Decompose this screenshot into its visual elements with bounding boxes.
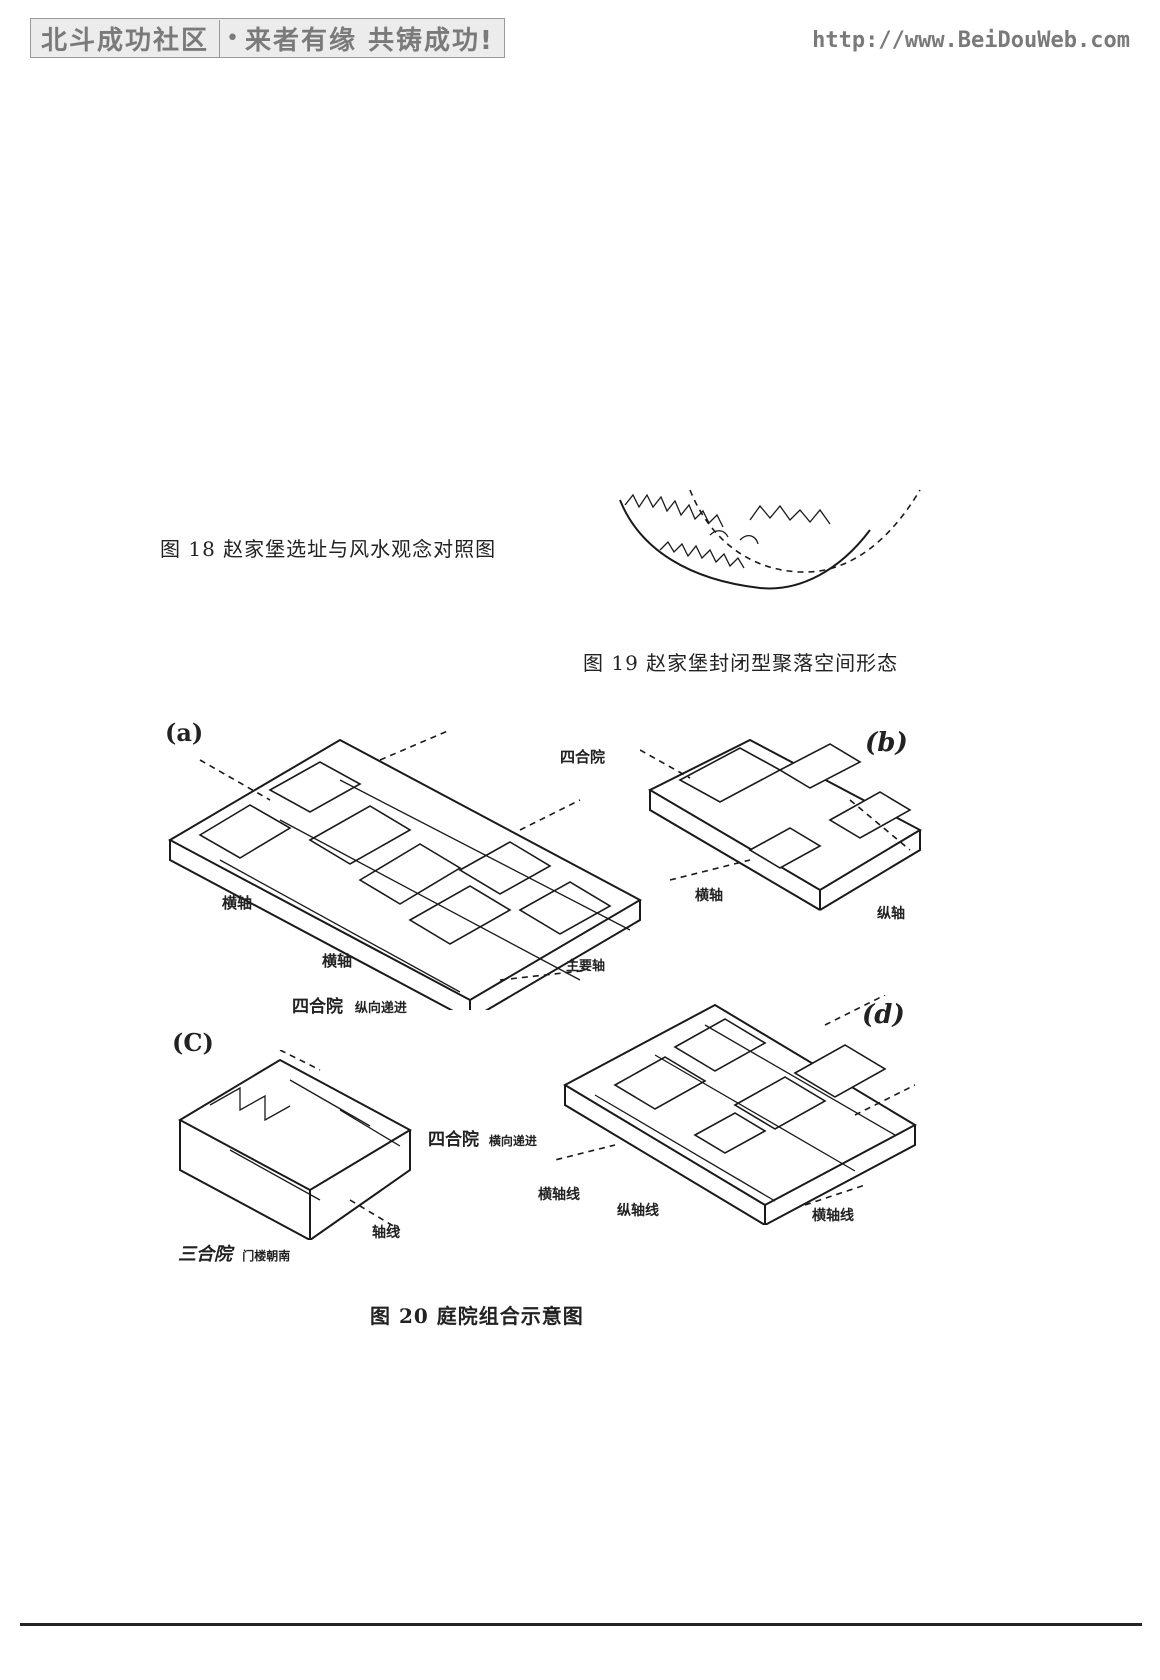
- fig20c-label-3: 三合院 门楼朝南: [178, 1240, 290, 1266]
- fig20d-label-3: 横轴线: [812, 1208, 854, 1224]
- fig20c-tag: (C): [172, 1028, 214, 1057]
- fig20a-label-4: 四合院 纵向递进: [292, 992, 407, 1017]
- fig20b-drawing: [640, 738, 923, 911]
- fig20a-label-2: 横轴: [322, 952, 353, 970]
- banner-separator: •: [226, 25, 239, 51]
- fig20c-label-2: 轴线: [372, 1225, 400, 1241]
- fig20a-label-4-note: 纵向递进: [354, 1001, 407, 1016]
- fig20d-drawing: [555, 995, 918, 1225]
- fig20a-drawing: [167, 729, 643, 1010]
- site-banner: 北斗成功社区 • 来者有缘 共铸成功!: [30, 18, 505, 58]
- fig20-caption: 图 20 庭院组合示意图: [370, 1304, 584, 1328]
- fig20d-label-1: 横轴线: [538, 1187, 580, 1203]
- fig20c-label-3-note: 门楼朝南: [242, 1249, 291, 1263]
- fig19-sketch: [619, 489, 921, 590]
- fig20c-drawing: [177, 1050, 413, 1240]
- fig20a-label-4-text: 四合院: [292, 997, 343, 1017]
- fig20d-tag: (d): [862, 1000, 905, 1030]
- fig18-caption: 图 18 赵家堡选址与风水观念对照图: [160, 537, 497, 561]
- fig20a-label-3: 主要轴: [566, 959, 606, 974]
- banner-site-name: 北斗成功社区: [31, 19, 221, 57]
- fig20a-tag: (a): [165, 718, 204, 747]
- fig20b-label-3: 纵轴: [877, 906, 905, 922]
- fig20b-label-1: 四合院: [560, 748, 606, 766]
- fig19-caption: 图 19 赵家堡封闭型聚落空间形态: [583, 651, 899, 675]
- fig20c-label-1-note: 横向递进: [488, 1134, 537, 1148]
- fig20c-label-3-text: 三合院: [178, 1244, 232, 1265]
- fig20c-label-1-text: 四合院: [428, 1130, 479, 1150]
- fig20a-label-1: 横轴: [222, 894, 253, 912]
- fig20c-label-1: 四合院 横向递进: [428, 1125, 537, 1150]
- bottom-rule: [20, 1623, 1142, 1626]
- site-url[interactable]: http://www.BeiDouWeb.com: [812, 28, 1130, 53]
- banner-box: 北斗成功社区 • 来者有缘 共铸成功!: [30, 18, 505, 58]
- fig20b-label-2: 横轴: [695, 888, 723, 904]
- banner-slogan: 来者有缘 共铸成功!: [245, 25, 494, 56]
- fig20b-tag: (b): [865, 728, 908, 758]
- fig20d-label-2: 纵轴线: [617, 1203, 659, 1219]
